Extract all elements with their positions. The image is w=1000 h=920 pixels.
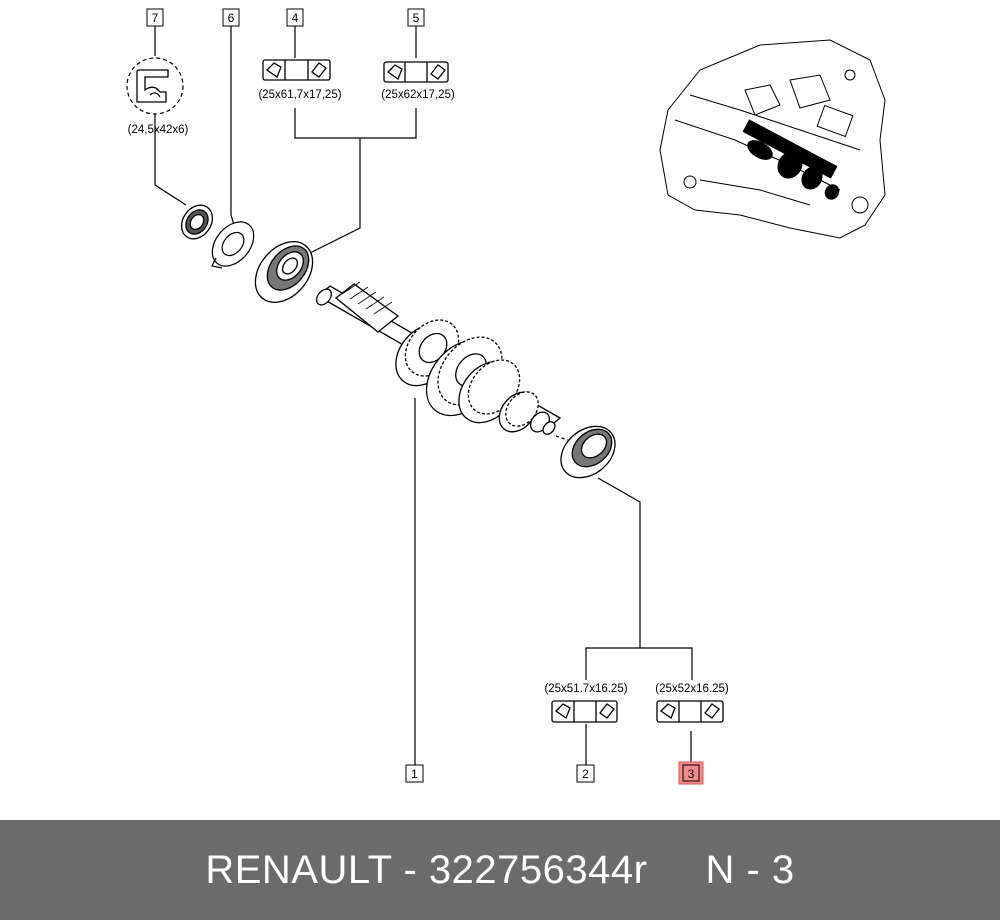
input-shaft-front-bearing-part: [254, 241, 314, 303]
input-shaft-part: [315, 281, 562, 435]
bearing-symbol-icon: [383, 61, 449, 83]
svg-text:4: 4: [292, 11, 299, 25]
bearing-symbol-icon: [551, 700, 618, 723]
part-number: 322756344r: [428, 847, 648, 892]
footer-separator: -: [391, 847, 429, 892]
dimension-bearing-3: (25x52x16.25): [655, 683, 729, 695]
svg-text:5: 5: [413, 11, 420, 25]
callout-7[interactable]: 7: [146, 8, 164, 27]
svg-text:2: 2: [582, 767, 589, 781]
bearing-symbol-icon: [656, 700, 724, 723]
dimension-bearing-4: (25x61,7x17,25): [258, 89, 341, 101]
gearbox-location-thumbnail: [659, 39, 886, 239]
input-shaft-rear-bearing-part: [555, 425, 616, 479]
dimension-bearing-5: (25x62x17,25): [381, 89, 455, 101]
svg-text:6: 6: [228, 11, 235, 25]
dimension-seal-7: (24,5x42x6): [128, 124, 189, 136]
brand-name: RENAULT: [205, 847, 392, 892]
bearing-symbol-icon: [262, 59, 331, 81]
footer-gap: [647, 848, 705, 892]
callout-6[interactable]: 6: [222, 8, 240, 27]
exploded-parts-diagram: 7 6 4 5 1 2 3 (24,5x42x6) (25x61,7x17,25…: [126, 8, 886, 785]
callout-2[interactable]: 2: [576, 764, 595, 783]
leader-lines: [154, 26, 693, 765]
dimension-bearing-2: (25x51.7x16.25): [544, 683, 627, 695]
footer-bar: RENAULT - 322756344r N - 3: [0, 820, 1000, 920]
position-reference: N - 3: [705, 847, 795, 892]
callout-1[interactable]: 1: [405, 764, 424, 783]
callout-5[interactable]: 5: [407, 8, 425, 27]
footer-part-label: RENAULT - 322756344r N - 3: [205, 848, 794, 893]
oil-seal-part: [180, 204, 214, 240]
seal-symbol-icon: [126, 57, 184, 115]
thrust-washer-part: [211, 221, 255, 269]
callout-4[interactable]: 4: [286, 8, 304, 27]
svg-text:1: 1: [411, 767, 418, 781]
svg-text:3: 3: [688, 767, 695, 781]
callout-3-highlighted[interactable]: 3: [678, 761, 704, 785]
svg-text:7: 7: [152, 11, 159, 25]
